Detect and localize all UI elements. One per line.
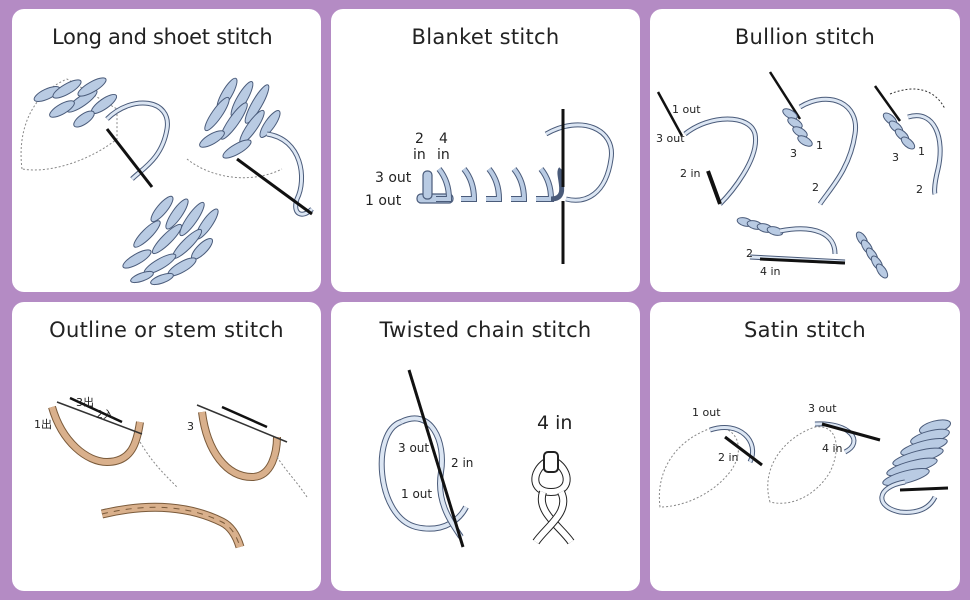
panel-blanket-stitch: Blanket stitch 2 in xyxy=(331,9,640,292)
label-2a: 2 xyxy=(812,181,819,194)
label-1-out: 1 out xyxy=(365,193,402,209)
satin-stitch-illustration: 1 out 2 in 3 out 4 in xyxy=(658,402,952,515)
panel-twisted-chain-stitch: Twisted chain stitch 3 out 2 in 1 out 4 … xyxy=(331,302,640,591)
panel-outline-stem-stitch: Outline or stem stitch 1出 3出 2入 3 xyxy=(12,302,321,591)
panel-title: Blanket stitch xyxy=(411,25,560,49)
label-2-in: 2 in xyxy=(680,167,701,180)
label-4-in: 4 in xyxy=(537,412,572,434)
label-4-in: 4 in xyxy=(760,265,781,278)
bullion-stitch-illustration: 1 out 3 out 2 in 3 1 2 xyxy=(656,71,946,279)
label-4-in: in xyxy=(437,147,450,163)
long-short-stitch-illustration xyxy=(20,77,314,286)
label-3-out: 3 out xyxy=(656,132,685,145)
panel-bullion-stitch: Bullion stitch 1 out 3 out 2 in 3 1 2 xyxy=(650,9,960,292)
label-2b: 2 xyxy=(916,183,923,196)
panel-satin-stitch: Satin stitch 1 out 2 in 3 out 4 in xyxy=(650,302,960,591)
label-2c: 2 xyxy=(746,247,753,260)
label-3-chu: 3出 xyxy=(76,395,94,409)
label-2-ru: 2入 xyxy=(96,408,114,421)
label-3a: 3 xyxy=(790,147,797,160)
label-1a: 1 xyxy=(816,139,823,152)
label-4-in: 4 in xyxy=(822,442,843,455)
label-1-out: 1 out xyxy=(692,406,721,419)
panel-title: Long and shoet stitch xyxy=(52,25,273,49)
label-3b: 3 xyxy=(892,151,899,164)
label-1-chu: 1出 xyxy=(34,417,52,431)
panel-long-and-short-stitch: Long and shoet stitch xyxy=(12,9,321,292)
label-1-out: 1 out xyxy=(672,103,701,116)
panel-title: Outline or stem stitch xyxy=(49,318,284,342)
stem-stitch-illustration: 1出 3出 2入 3 xyxy=(34,395,308,549)
label-2: 2 xyxy=(415,131,424,147)
label-1b: 1 xyxy=(918,145,925,158)
label-4: 4 xyxy=(439,131,448,147)
label-3-out: 3 out xyxy=(398,441,429,455)
label-2-in: 2 in xyxy=(451,456,473,470)
twisted-chain-stitch-illustration: 3 out 2 in 1 out 4 in xyxy=(378,369,575,548)
label-3-out: 3 out xyxy=(375,170,412,186)
label-2-in: 2 in xyxy=(718,451,739,464)
panel-title: Bullion stitch xyxy=(734,25,876,49)
label-3: 3 xyxy=(187,420,194,433)
panel-title: Twisted chain stitch xyxy=(379,318,592,342)
label-1-out: 1 out xyxy=(401,487,432,501)
panel-title: Satin stitch xyxy=(744,318,866,342)
blanket-stitch-illustration: 2 in 4 in 3 out 1 out xyxy=(365,109,614,264)
label-3-out: 3 out xyxy=(808,402,837,415)
label-2-in: in xyxy=(413,147,426,163)
